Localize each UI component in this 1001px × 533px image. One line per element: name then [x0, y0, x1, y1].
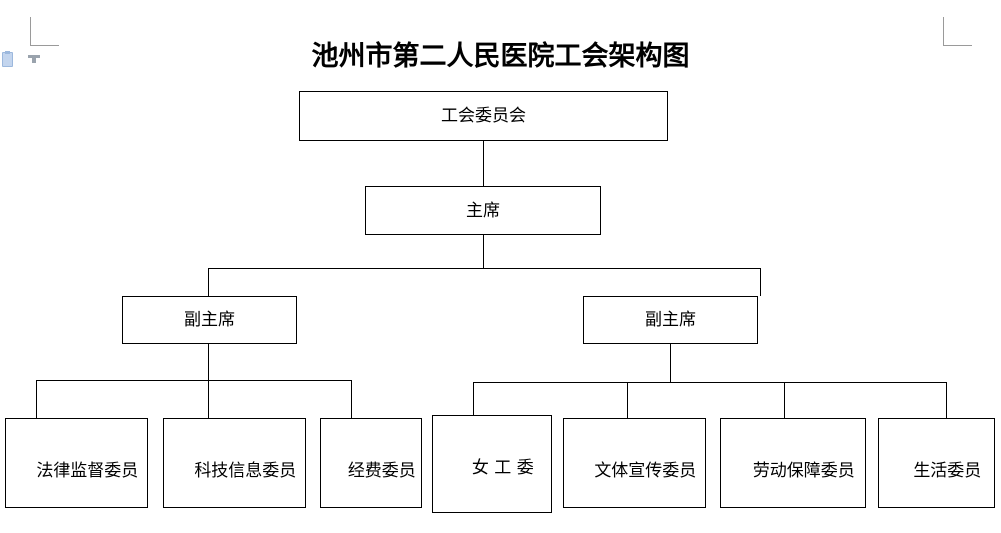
org-node-label: 工会委员会 [441, 106, 526, 126]
org-node-label: 副主席 [184, 310, 235, 330]
layout-options-icon[interactable] [28, 55, 40, 63]
connector-chairman-stem [483, 235, 484, 268]
connector-drop-legal-supervision [36, 380, 37, 418]
connector-bus-to-vice-chairman-left [208, 268, 209, 296]
org-node-labor-protection[interactable]: 劳动保障委员 [720, 418, 866, 508]
connector-vice-chairman-right-stem [670, 344, 671, 382]
org-node-funding[interactable]: 经费委员 [320, 418, 422, 508]
org-node-label: 主席 [466, 200, 500, 221]
org-node-legal-supervision[interactable]: 法律监督委员 [5, 418, 148, 508]
connector-drop-women-workers [473, 382, 474, 418]
org-node-vice-chairman-left[interactable]: 副主席 [122, 296, 297, 344]
connector-bus-to-vice-chairman-right [760, 268, 761, 296]
connector-drop-welfare [946, 382, 947, 418]
connector-root-to-chairman [483, 141, 484, 186]
connector-drop-funding [351, 380, 352, 418]
page-title: 池州市第二人民医院工会架构图 [311, 41, 690, 72]
connector-right-children-bus [473, 382, 946, 383]
paste-options-icon[interactable] [2, 51, 13, 67]
org-node-label: 生活委员 [913, 461, 982, 481]
org-node-label: 科技信息委员 [194, 461, 297, 481]
connector-drop-culture-sports-publicity [627, 382, 628, 418]
org-node-culture-sports-publicity[interactable]: 文体宣传委员 [563, 418, 706, 508]
org-node-label: 劳动保障委员 [752, 461, 855, 481]
connector-drop-science-technology-information [208, 380, 209, 418]
org-node-label: 经费委员 [347, 461, 416, 481]
org-node-label: 法律监督委员 [36, 461, 139, 481]
org-node-science-technology-information[interactable]: 科技信息委员 [163, 418, 306, 508]
connector-drop-labor-protection [784, 382, 785, 418]
gutter-icon-group [2, 51, 46, 70]
org-node-chairman[interactable]: 主席 [365, 186, 601, 235]
org-node-label: 文体宣传委员 [594, 461, 697, 481]
page-margin-corner-top-left-icon [30, 17, 59, 46]
connector-vice-chairman-bus [208, 268, 760, 269]
page-margin-corner-top-right-icon [943, 17, 972, 46]
org-node-label: 女 工 委 [471, 458, 534, 478]
connector-left-children-bus [36, 380, 351, 381]
org-node-women-workers[interactable]: 女 工 委 [432, 415, 552, 513]
org-node-welfare[interactable]: 生活委员 [878, 418, 995, 508]
org-node-vice-chairman-right[interactable]: 副主席 [583, 296, 758, 344]
org-node-union-committee[interactable]: 工会委员会 [299, 91, 668, 141]
connector-vice-chairman-left-stem [208, 344, 209, 380]
org-node-label: 副主席 [645, 310, 696, 330]
